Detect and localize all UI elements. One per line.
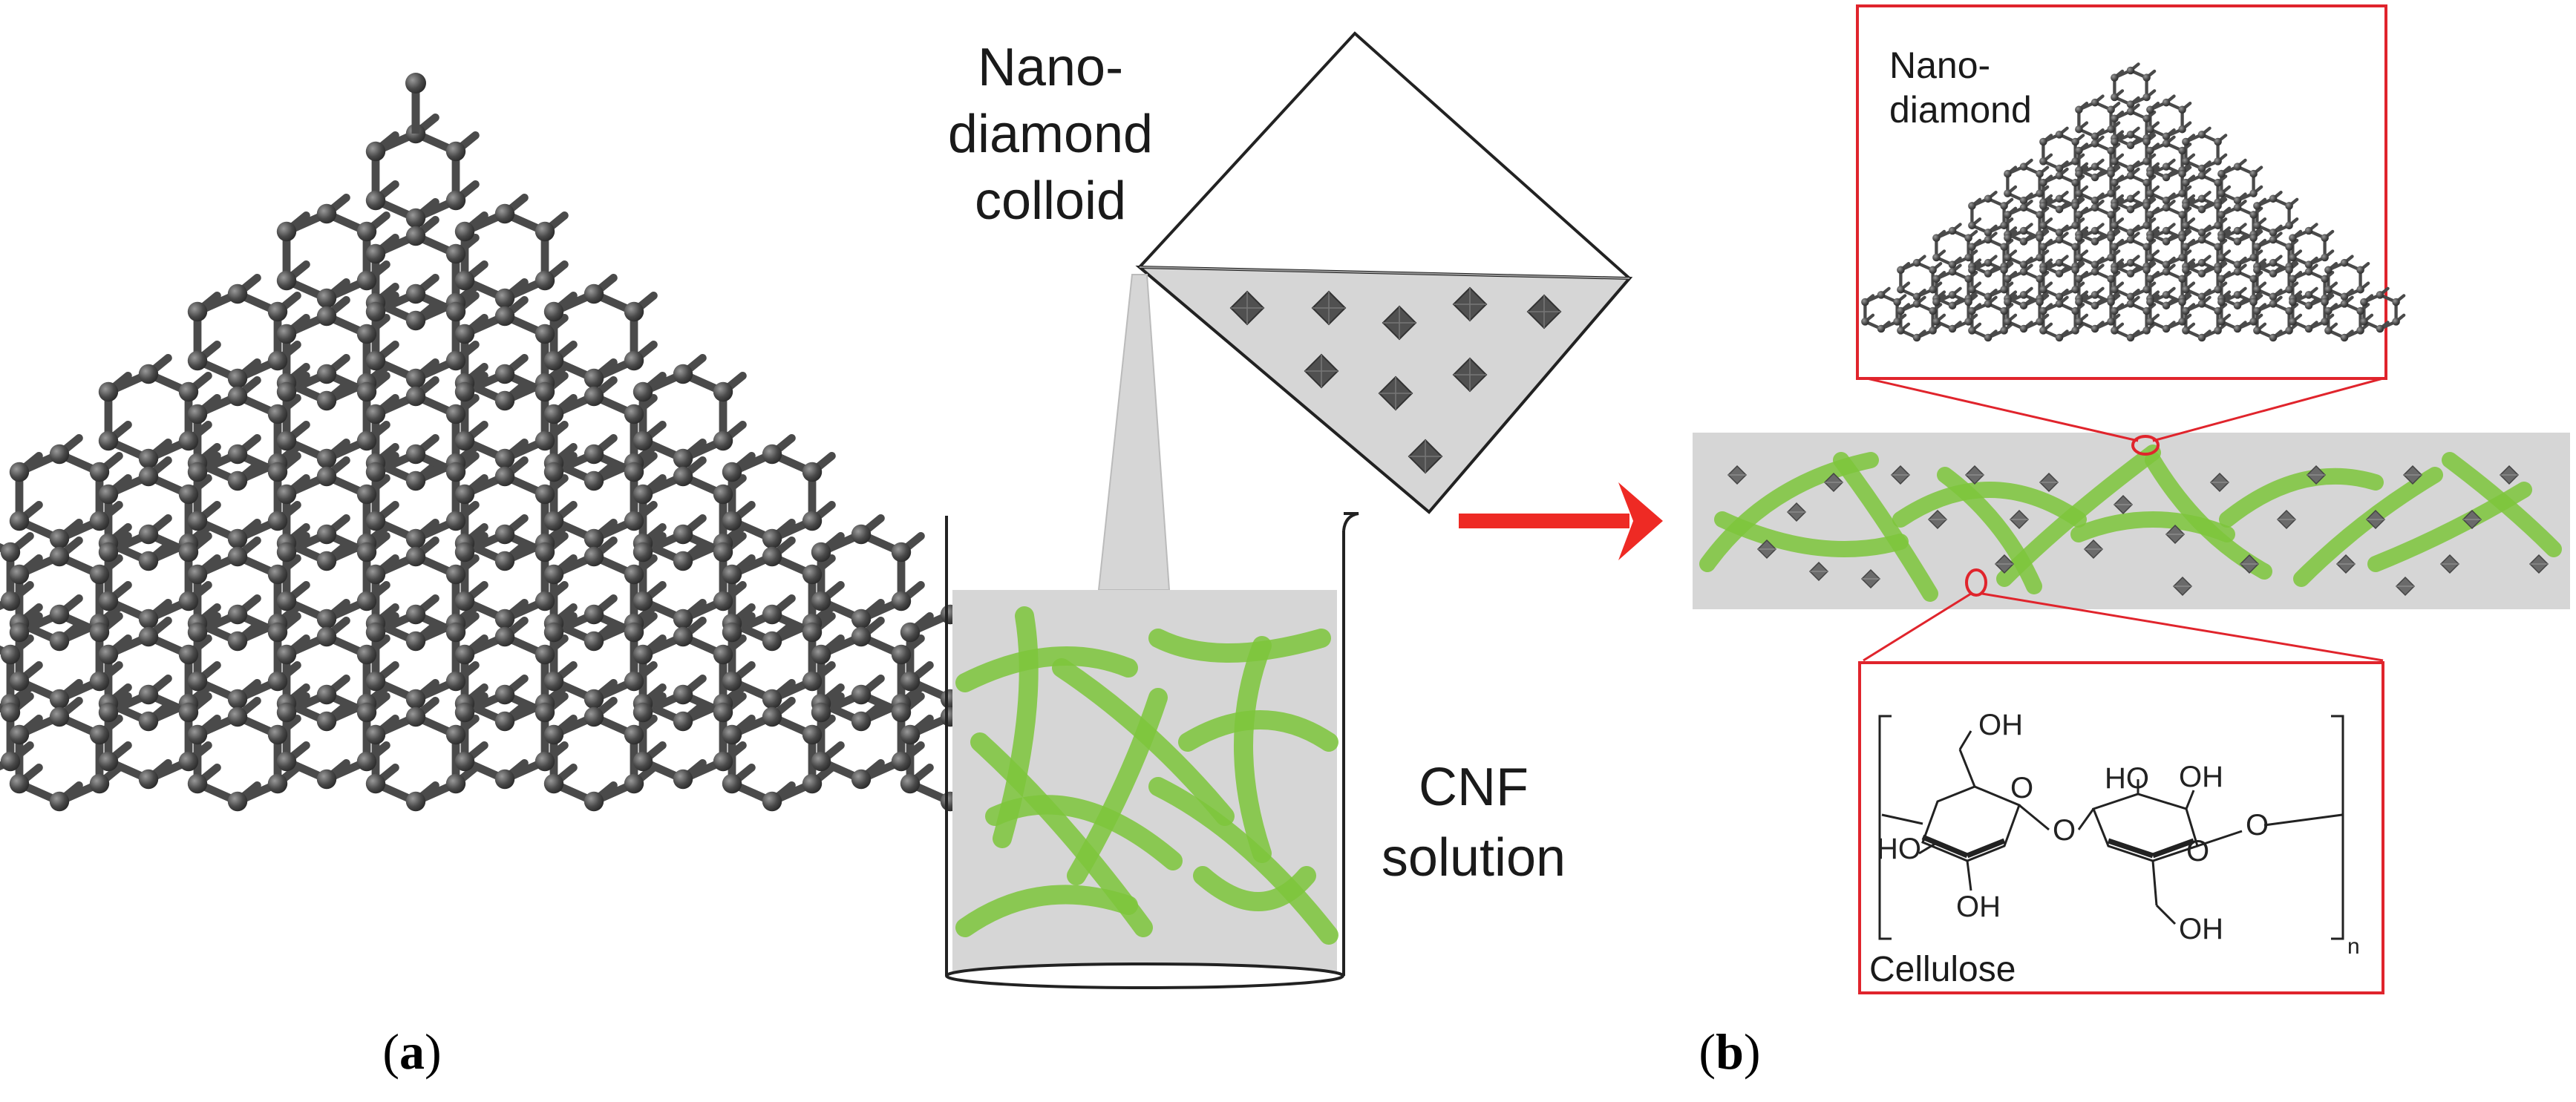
solution-label-line-2: solution — [1382, 828, 1566, 888]
process-arrow — [1459, 482, 1663, 560]
chem-oh-top-left: OH — [1978, 709, 2023, 741]
chem-o-ring-right: O — [2186, 835, 2209, 868]
chem-o-bridge: O — [2053, 814, 2076, 847]
panel-a-caption: (a) — [382, 1023, 441, 1080]
chem-oh-bottom-left: OH — [1956, 891, 2001, 923]
panel-b-caption: (b) — [1699, 1023, 1760, 1080]
nanodiamond-colloid-label: Nano- diamond colloid — [948, 38, 1153, 231]
cellulose-inset: OH OH HO HO OH O O O O OH n Cellulose — [1858, 661, 2384, 994]
zoom-lines — [1863, 377, 2384, 662]
polymer-bracket-right — [2331, 715, 2344, 940]
chem-oh-top-right: OH — [2179, 761, 2223, 793]
diamond-lattice-illustration — [0, 73, 1103, 812]
inset-label-line-2: diamond — [1889, 89, 2032, 131]
solution-label-line-1: CNF — [1419, 758, 1529, 817]
chem-o-ring-left: O — [2010, 772, 2033, 804]
chem-ho-left: HO — [1877, 833, 1921, 865]
chem-subscript-n: n — [2347, 934, 2360, 959]
zoom-marker-bottom — [1965, 568, 1987, 597]
cnf-beaker — [945, 512, 1359, 989]
pouring-stream — [1097, 274, 1171, 591]
colloid-label-line-2: diamond — [948, 105, 1153, 164]
film-cnf-fibers — [1699, 445, 2562, 602]
composite-film — [1693, 433, 2570, 609]
nanodiamond-inset: Nano- diamond — [1856, 4, 2406, 380]
glucose-ring-left — [1881, 730, 2050, 891]
nanodiamond-lattice-small — [1861, 62, 2406, 342]
colloid-container — [1135, 31, 1633, 514]
inset-label-line-1: Nano- — [1889, 45, 1990, 86]
zoom-marker-top — [2131, 435, 2160, 456]
cellulose-label: Cellulose — [1869, 950, 2016, 989]
colloid-label-line-3: colloid — [975, 171, 1126, 231]
glucose-ring-right — [2077, 779, 2343, 925]
chem-ho-mid-right: HO — [2105, 762, 2149, 795]
colloid-label-line-1: Nano- — [978, 38, 1123, 97]
polymer-bracket-left — [1878, 715, 1892, 940]
cnf-fibers — [955, 606, 1338, 945]
chem-o-right: O — [2246, 809, 2269, 842]
chem-oh-bottom-right: OH — [2179, 913, 2223, 945]
